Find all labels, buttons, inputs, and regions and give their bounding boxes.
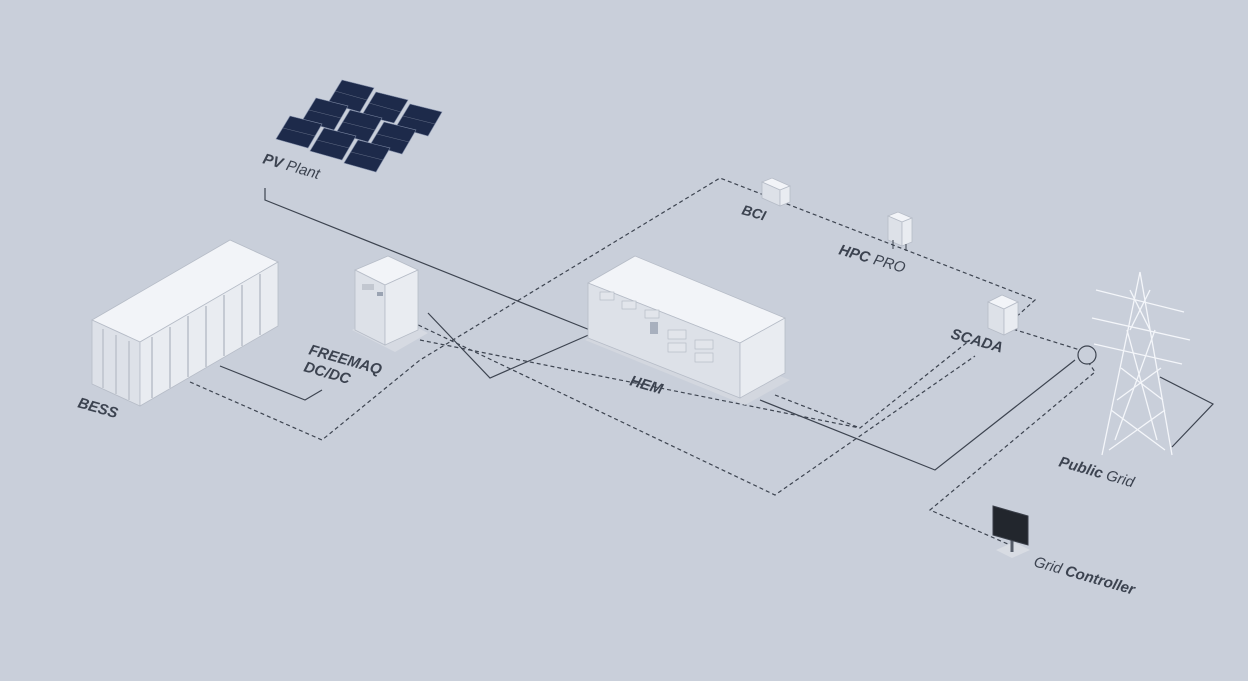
grid-controller-label-light: Grid xyxy=(1032,554,1065,578)
container-icon xyxy=(91,239,279,407)
hem-label: HEM xyxy=(628,373,665,399)
grid-controller-label-bold: Controller xyxy=(1063,562,1138,598)
cabinet-icon xyxy=(352,255,428,352)
bci-label: BCI xyxy=(740,202,769,224)
power-lines xyxy=(219,188,1214,471)
public-grid-label-light: Grid xyxy=(1104,467,1137,491)
hpc-pro-label: HPC PRO xyxy=(837,242,908,277)
hpc-pro-label-bold: HPC xyxy=(837,242,873,267)
pv-plant-label-bold: PV xyxy=(261,151,287,173)
cabinet-icon xyxy=(987,294,1019,336)
public-grid-label: Public Grid xyxy=(1057,454,1137,492)
cabinet-icon xyxy=(886,211,914,251)
pv-plant-label: PV Plant xyxy=(261,151,323,184)
solar-panel-icon xyxy=(275,79,443,173)
public-grid-label-bold: Public xyxy=(1057,454,1106,483)
tower-icon xyxy=(1091,271,1191,456)
cabinet-icon xyxy=(760,177,792,207)
communication-lines xyxy=(189,177,1096,546)
grid-connection-node xyxy=(1077,345,1097,365)
cabinet-icon xyxy=(585,255,790,405)
monitor-icon xyxy=(992,505,1030,558)
hpc-pro-label-light: PRO xyxy=(871,251,907,276)
grid-controller-label: Grid Controller xyxy=(1032,554,1138,599)
pv-plant-label-light: Plant xyxy=(284,157,322,183)
bess-label: BESS xyxy=(76,395,120,423)
